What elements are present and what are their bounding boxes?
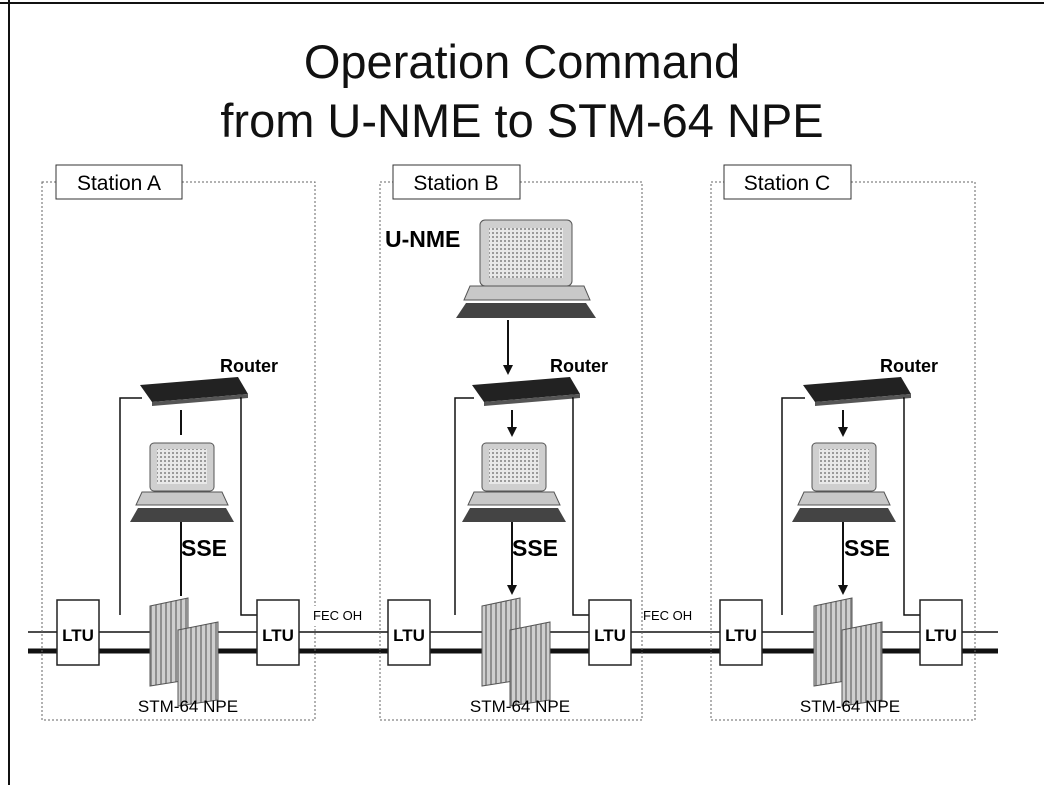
ltu-label: LTU — [725, 626, 757, 645]
ltu-box — [719, 599, 763, 666]
npe-label: STM-64 NPE — [470, 697, 570, 716]
router-label: Router — [550, 356, 608, 376]
router-icon — [803, 377, 911, 406]
fec-oh-label: FEC OH — [643, 608, 692, 623]
npe-label: STM-64 NPE — [800, 697, 900, 716]
fec-oh-label: FEC OH — [313, 608, 362, 623]
npe-rack-icon — [149, 597, 219, 707]
ltu-label: LTU — [262, 626, 294, 645]
npe-rack-icon — [481, 597, 551, 707]
ltu-label: LTU — [62, 626, 94, 645]
ltu-box — [387, 599, 431, 666]
router-icon — [140, 377, 248, 406]
ltu-box — [56, 599, 100, 666]
station-c-label: Station C — [744, 172, 830, 195]
ltu-label: LTU — [925, 626, 957, 645]
title-line-1: Operation Command — [303, 35, 741, 88]
router-label: Router — [880, 356, 938, 376]
npe-rack-icon — [813, 597, 883, 707]
station-b-label: Station B — [413, 172, 498, 195]
station-a: Station A Router SSE LTU — [41, 164, 316, 721]
sse-label: SSE — [181, 535, 227, 561]
npe-label: STM-64 NPE — [138, 697, 238, 716]
title-line-2: from U-NME to STM-64 NPE — [220, 94, 824, 147]
ltu-box — [919, 599, 963, 666]
station-c-label-box — [723, 164, 852, 200]
router-label: Router — [220, 356, 278, 376]
station-a-label: Station A — [77, 172, 161, 195]
sse-computer-icon — [792, 442, 896, 522]
sse-label: SSE — [512, 535, 558, 561]
station-b: Station B U-NME Router — [379, 164, 643, 721]
sse-computer-icon — [130, 442, 234, 522]
sse-computer-icon — [462, 442, 566, 522]
router-icon — [472, 377, 580, 406]
station-b-label-box — [392, 164, 521, 200]
ltu-box — [588, 599, 632, 666]
ltu-box — [256, 599, 300, 666]
station-a-label-box — [55, 164, 183, 200]
ltu-label: LTU — [393, 626, 425, 645]
ltu-label: LTU — [594, 626, 626, 645]
station-c: Station C Router SSE LTU LTU — [710, 164, 976, 721]
unme-label: U-NME — [385, 226, 460, 252]
unme-computer-icon — [456, 219, 596, 318]
sse-label: SSE — [844, 535, 890, 561]
